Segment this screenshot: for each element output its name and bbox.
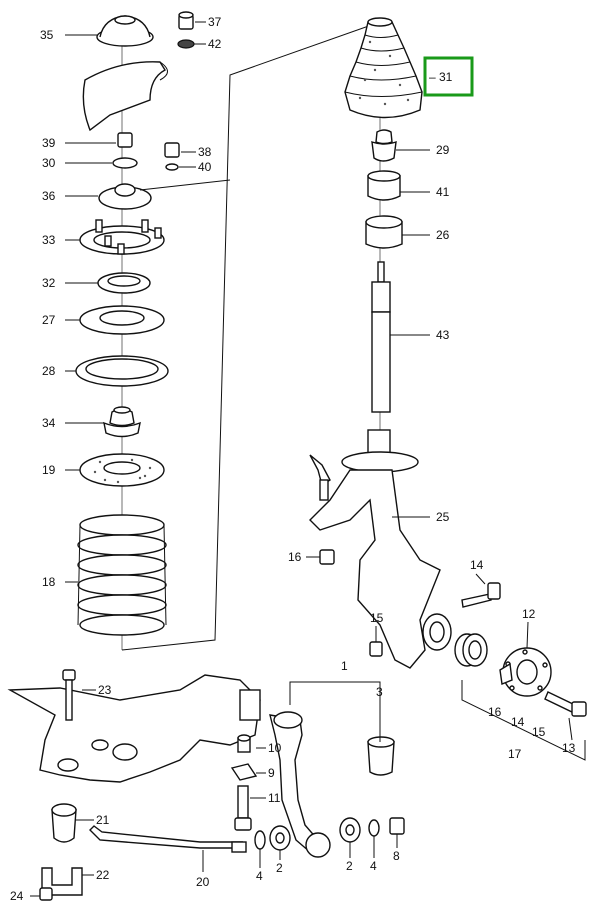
label-31: – 31: [429, 70, 453, 84]
label-17: 17: [508, 747, 522, 761]
part-20-stabilizer-bar: [89, 825, 247, 853]
part-2-bushing-b: [339, 817, 361, 843]
label-4b: 4: [370, 859, 377, 873]
part-4-washer-a: [254, 830, 266, 850]
label-18: 18: [42, 575, 56, 589]
label-34: 34: [42, 416, 56, 430]
label-19: 19: [42, 463, 56, 477]
label-43: 43: [436, 328, 450, 342]
label-33: 33: [42, 233, 56, 247]
label-29: 29: [436, 143, 450, 157]
part-8-nut: [389, 817, 405, 835]
part-26-bushing: [365, 215, 403, 249]
label-3: 3: [376, 685, 383, 699]
subframe: [7, 674, 261, 783]
part-14-bolt: [461, 582, 501, 608]
label-27: 27: [42, 313, 56, 327]
splash-shield: [82, 61, 168, 132]
label-30: 30: [42, 156, 56, 170]
part-24-bolt: [39, 887, 53, 901]
part-11-bolt: [234, 785, 252, 831]
label-2a: 2: [276, 861, 283, 875]
part-1-control-arm: [269, 681, 381, 858]
label-41: 41: [436, 185, 450, 199]
label-32: 32: [42, 276, 56, 290]
part-16-nut: [319, 549, 335, 565]
label-21: 21: [96, 813, 110, 827]
label-22: 22: [96, 868, 110, 882]
part-2-bushing-a: [269, 825, 291, 851]
label-16a: 16: [288, 550, 302, 564]
label-23: 23: [98, 683, 112, 697]
part-21-bushing: [51, 803, 77, 843]
label-10: 10: [268, 741, 282, 755]
part-9-washer: [230, 763, 258, 781]
part-19-spring-pad-lower: [79, 453, 165, 487]
part-3-bushing: [367, 736, 395, 776]
label-15b: 15: [532, 725, 546, 739]
part-37-nut: [178, 11, 194, 30]
part-39-nut: [117, 132, 133, 148]
label-15a: 15: [370, 611, 384, 625]
part-27-spring-seat: [79, 305, 165, 335]
label-11: 11: [268, 791, 281, 805]
part-32-bearing: [97, 272, 151, 294]
part-33-plate: [79, 219, 165, 255]
part-31-dust-boot: [344, 17, 423, 119]
label-8: 8: [393, 849, 400, 863]
part-13-hub-bolt: [544, 691, 587, 717]
part-38-nut: [164, 142, 180, 158]
part-41-bushing: [367, 170, 401, 201]
part-25-strut-housing: [309, 429, 452, 669]
label-13: 13: [562, 741, 576, 755]
label-20: 20: [196, 875, 210, 889]
part-15-nut: [369, 641, 383, 657]
part-labels: 35 37 42 39 38 30 40 36 33 32 27 28 34 1…: [10, 15, 576, 903]
label-37: 37: [208, 15, 222, 29]
part-23-bolt: [62, 669, 76, 721]
label-2b: 2: [346, 859, 353, 873]
highlight-box: [423, 56, 474, 97]
group-17-bracket: [461, 680, 586, 761]
label-14a: 14: [470, 558, 484, 572]
part-18-coil-spring: [77, 514, 167, 636]
label-16b: 16: [488, 705, 502, 719]
label-14b: 14: [511, 715, 525, 729]
part-28-spring-pad: [75, 355, 169, 387]
part-43-shock-absorber: [371, 261, 391, 413]
label-25: 25: [436, 510, 450, 524]
label-39: 39: [42, 136, 56, 150]
label-36: 36: [42, 189, 56, 203]
label-42: 42: [208, 37, 222, 51]
part-wheel-bearing: [454, 633, 488, 667]
part-34-bump-stop: [103, 406, 141, 438]
label-24: 24: [10, 889, 24, 903]
label-26: 26: [436, 228, 450, 242]
label-38: 38: [198, 145, 212, 159]
label-28: 28: [42, 364, 56, 378]
part-35-cap: [96, 15, 154, 47]
label-40: 40: [198, 160, 212, 174]
leader-lines: [30, 21, 573, 897]
part-10-bolt: [237, 734, 251, 753]
part-40-washer: [165, 163, 179, 171]
label-35: 35: [40, 28, 54, 42]
label-4a: 4: [256, 869, 263, 883]
part-12-wheel-hub: [499, 647, 552, 697]
part-30-washer: [112, 157, 138, 169]
label-9: 9: [268, 766, 275, 780]
part-42-washer: [177, 39, 195, 49]
label-12: 12: [522, 607, 536, 621]
part-36-mount: [98, 179, 231, 210]
part-4-washer-b: [368, 819, 380, 837]
part-29-buffer: [371, 129, 397, 162]
label-1: 1: [341, 659, 348, 673]
assembly-guide-line: [121, 21, 381, 651]
